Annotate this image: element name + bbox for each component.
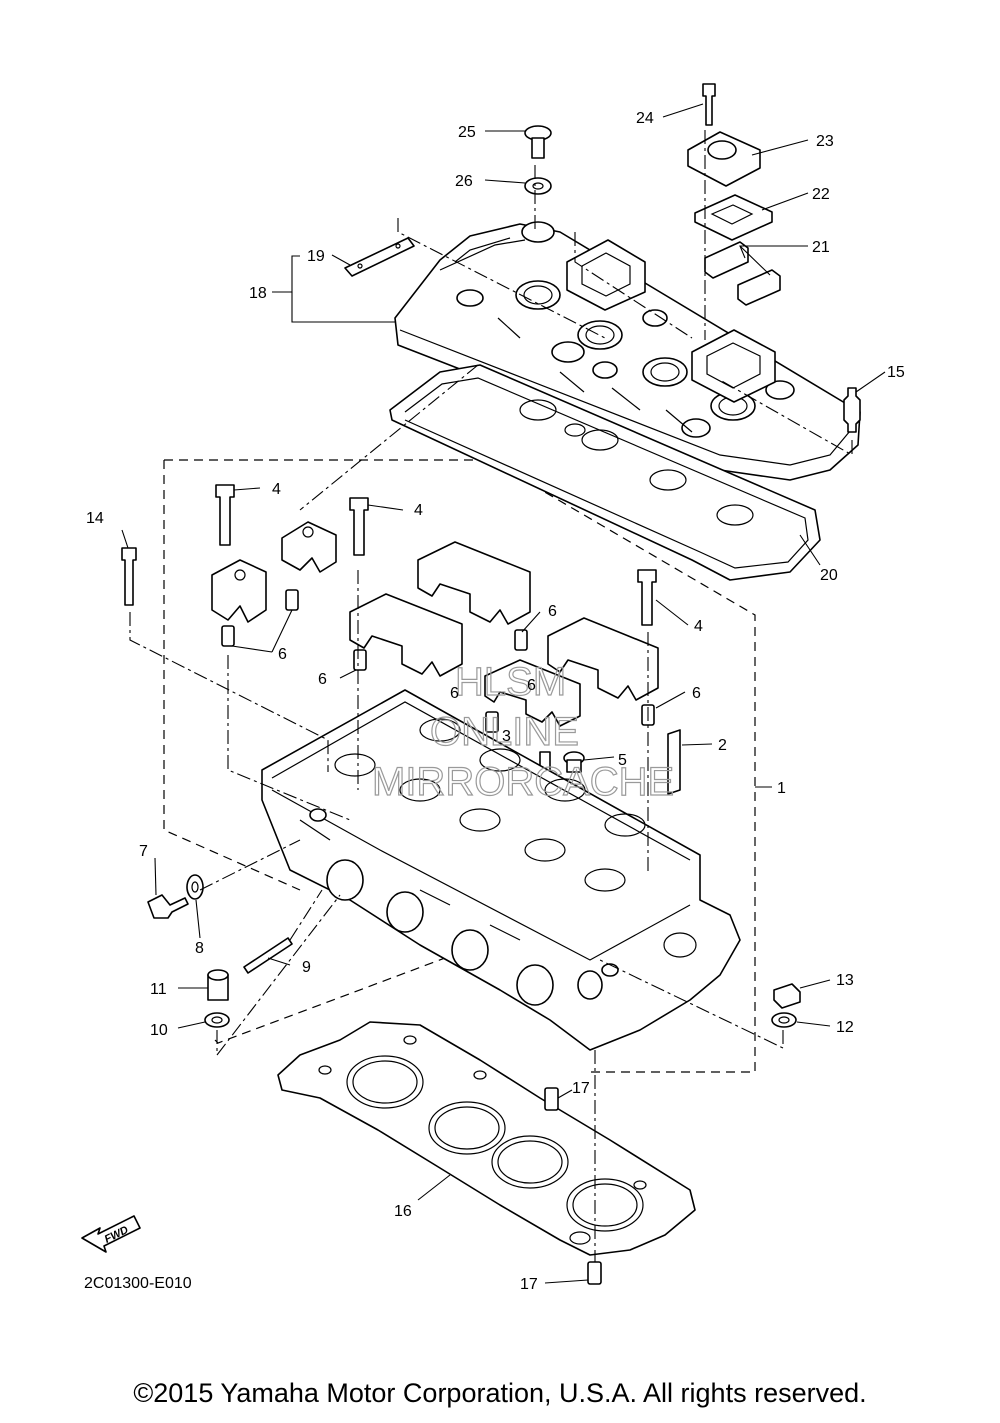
callout-6d: 6 [450,685,459,702]
watermark: HLSM ONLINE MIRRORCACHE [371,659,674,804]
callout-7: 7 [139,843,148,860]
reed-21b [737,269,781,306]
callout-5: 5 [618,752,627,769]
callout-6e: 6 [692,685,701,702]
fwd-label: FWD [103,1224,131,1246]
watermark-line3: MIRRORCACHE [372,760,674,804]
copyright-notice: ©2015 Yamaha Motor Corporation, U.S.A. A… [133,1378,867,1408]
callout-4a: 4 [272,481,281,498]
callout-23: 23 [816,133,834,150]
callout-12: 12 [836,1019,854,1036]
callout-9: 9 [302,959,311,976]
grommet-26 [524,177,552,195]
callout-8: 8 [195,940,204,957]
bracket-19 [344,237,415,277]
callout-19: 19 [307,248,325,265]
callout-17a: 17 [572,1080,590,1097]
watermark-line2: ONLINE [430,710,579,754]
cylinder-head-cover [394,221,861,481]
callout-11: 11 [150,981,167,998]
callout-15: 15 [887,364,905,381]
center-lines [129,130,853,1262]
callout-1: 1 [777,780,786,797]
callout-20: 20 [820,567,838,584]
plate-22 [694,194,773,241]
callout-labels: 1 2 3 4 4 4 5 6 6 6 6 6 6 7 8 9 10 11 12… [86,110,905,1293]
callout-13: 13 [836,972,854,989]
reed-21a [704,241,749,279]
callout-6a: 6 [278,646,287,663]
callout-3: 3 [502,728,511,745]
callout-6f: 6 [527,677,536,694]
diagram-code: 2C01300-E010 [84,1275,192,1292]
top-parts [344,83,861,433]
spark-plug-15 [843,387,861,433]
watermark-line1: HLSM [455,660,566,704]
callout-18: 18 [249,285,267,302]
cylinder-head-gasket [277,1021,696,1256]
callout-26: 26 [455,173,473,190]
callout-6b: 6 [548,603,557,620]
cylinder-head [261,689,741,1051]
callout-25: 25 [458,124,476,141]
callout-24: 24 [636,110,654,127]
leader-lines [121,103,886,1284]
fwd-arrow: FWD [81,1215,141,1253]
cover-gasket [389,364,821,581]
callout-4c: 4 [694,618,703,635]
callout-21: 21 [812,239,830,256]
callout-14: 14 [86,510,104,527]
callout-22: 22 [812,186,830,203]
bolt-24 [702,83,716,126]
callout-6c: 6 [318,671,327,688]
callout-10: 10 [150,1022,168,1039]
callout-4b: 4 [414,502,423,519]
callout-16: 16 [394,1203,412,1220]
callout-17b: 17 [520,1276,538,1293]
camshaft-caps [211,484,681,795]
callout-2: 2 [718,737,727,754]
